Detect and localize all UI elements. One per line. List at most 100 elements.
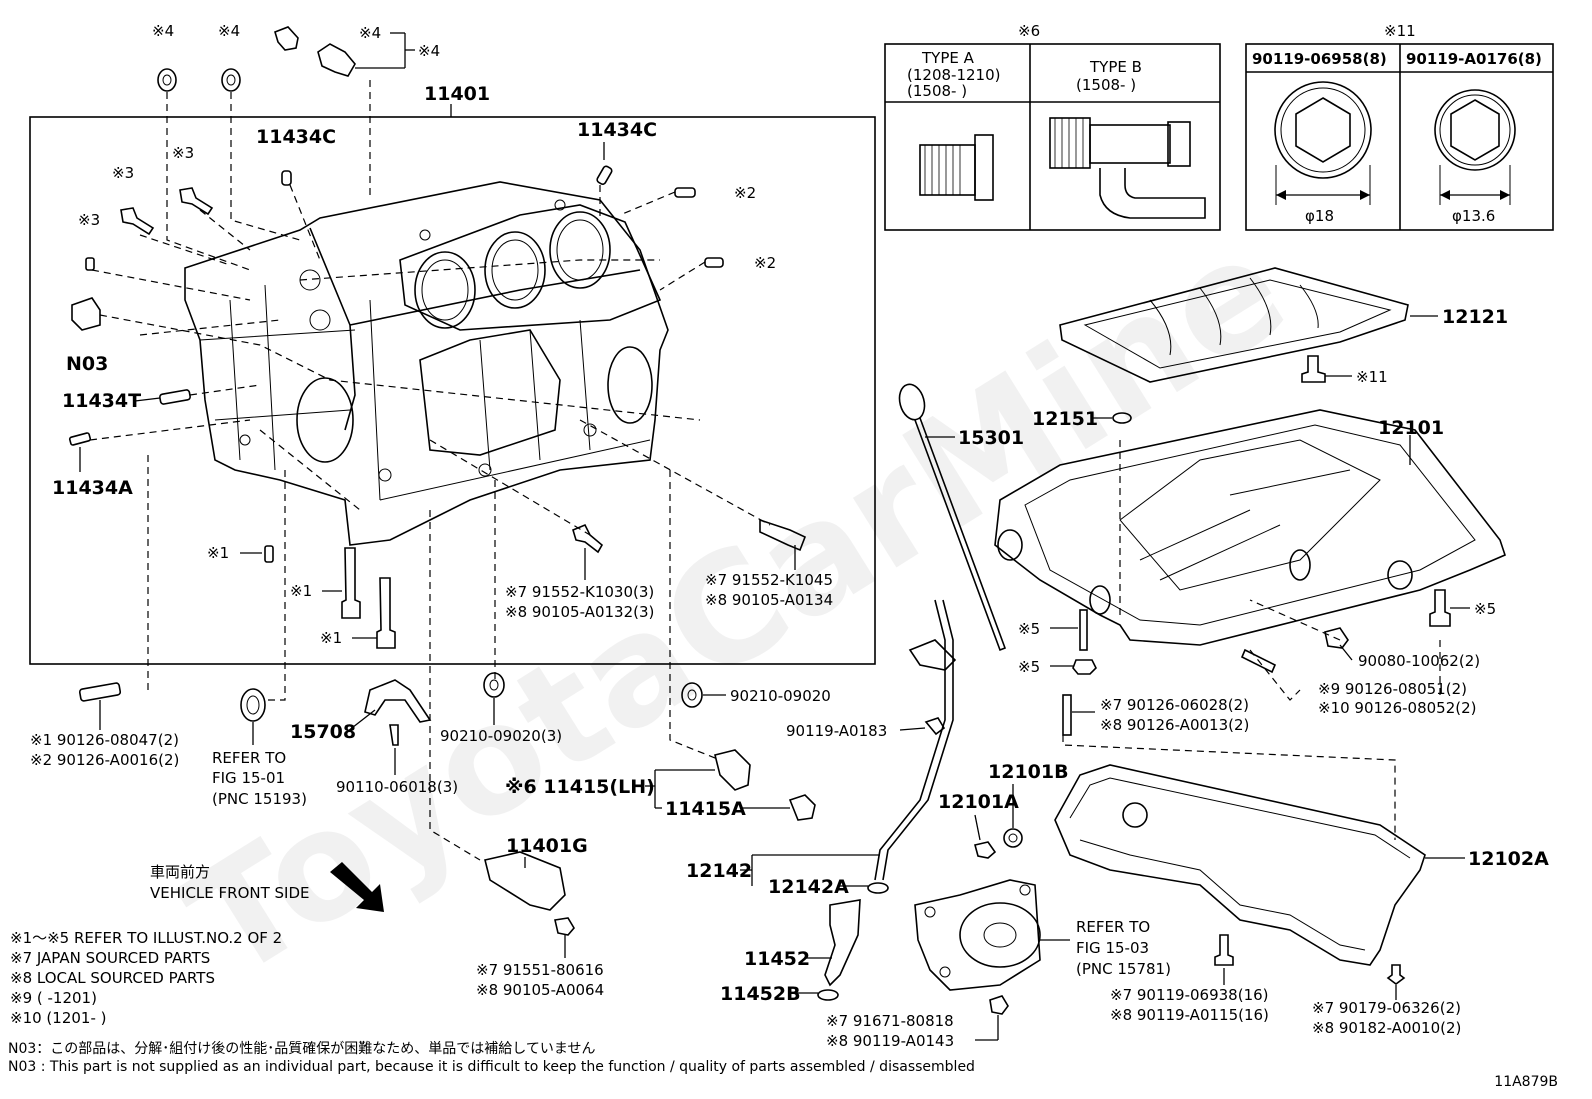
callout-refer-15-01-a: REFER TO xyxy=(212,749,286,767)
figure-id: 11A879B xyxy=(1494,1074,1558,1090)
label-11434t: 11434T xyxy=(62,390,141,412)
footnote-en: N03 : This part is not supplied as an in… xyxy=(8,1059,975,1075)
mark-s5a: ※5 xyxy=(1018,620,1040,638)
callout-refer-15-03-c: (PNC 15781) xyxy=(1076,960,1171,978)
mark-s4b: ※4 xyxy=(218,22,240,40)
callout-90119-06938: ※7 90119-06938(16) xyxy=(1110,986,1269,1004)
label-12142: 12142 xyxy=(686,860,752,882)
callout-90126-08052: ※10 90126-08052(2) xyxy=(1318,699,1477,717)
callout-91671-80818: ※7 91671-80818 xyxy=(826,1012,954,1030)
mark-s4a: ※4 xyxy=(152,22,174,40)
dipstick-15301 xyxy=(898,383,1007,652)
vehicle-front-label: 車両前方 VEHICLE FRONT SIDE xyxy=(150,862,310,904)
label-n03: N03 xyxy=(66,353,108,375)
lower-left-parts xyxy=(78,672,816,936)
label-11415a: 11415A xyxy=(665,798,746,820)
callout-90126-08047: ※1 90126-08047(2) xyxy=(30,731,179,749)
callout-90182-a0010: ※8 90182-A0010(2) xyxy=(1312,1019,1461,1037)
label-12142a: 12142A xyxy=(768,876,849,898)
mark-s2b: ※2 xyxy=(754,254,776,272)
note-1: ※1～※5 REFER TO ILLUST.NO.2 OF 2 xyxy=(10,929,283,947)
label-11415-lh: ※6 11415(LH) xyxy=(505,776,655,798)
label-12151: 12151 xyxy=(1032,408,1098,430)
callout-91551-80616: ※7 91551-80616 xyxy=(476,961,604,979)
mark-s1b: ※1 xyxy=(290,582,312,600)
top-washers xyxy=(157,26,356,92)
mark-s3b: ※3 xyxy=(112,164,134,182)
hex-socket-18-icon xyxy=(1274,81,1372,205)
callout-90119-a0183: 90119-A0183 xyxy=(786,722,887,740)
type-b-fitting-icon xyxy=(1049,117,1206,219)
callout-90105-a0134: ※8 90105-A0134 xyxy=(705,591,833,609)
callout-90126-08051: ※9 90126-08051(2) xyxy=(1318,680,1467,698)
oil-pan-lower-12102a xyxy=(1054,764,1426,966)
vehicle-front-arrow xyxy=(330,862,384,912)
label-12121: 12121 xyxy=(1442,306,1508,328)
box-11: ※11 90119-06958(8) 90119-A0176(8) φ18 φ1… xyxy=(1245,22,1554,231)
hex-socket-13-6-icon xyxy=(1434,89,1516,205)
label-15301: 15301 xyxy=(958,427,1024,449)
footnote-jp: N03：この部品は、分解･組付け後の性能･品質確保が困難なため、単品では補給して… xyxy=(8,1041,596,1057)
mark-s1a: ※1 xyxy=(207,544,229,562)
box11-col1: 90119-06958(8) xyxy=(1252,50,1387,68)
mark-s5c: ※5 xyxy=(1474,600,1496,618)
callout-90105-a0132: ※8 90105-A0132(3) xyxy=(505,603,654,621)
callout-90126-a0016: ※2 90126-A0016(2) xyxy=(30,751,179,769)
type-a-plug-icon xyxy=(919,134,994,201)
oil-strainer-11452 xyxy=(817,899,861,1001)
cylinder-block-frame xyxy=(29,116,876,665)
box6-title: ※6 xyxy=(1018,22,1040,40)
callout-90126-a0013: ※8 90126-A0013(2) xyxy=(1100,716,1249,734)
box11-col2: 90119-A0176(8) xyxy=(1406,50,1542,68)
callout-91552-k1030: ※7 91552-K1030(3) xyxy=(505,583,654,601)
box11-dim1: φ18 xyxy=(1305,207,1334,225)
dipstick-guide-12142 xyxy=(867,599,957,894)
callout-refer-15-01-b: FIG 15-01 xyxy=(212,769,285,787)
mark-s4c: ※4 xyxy=(359,24,381,42)
baffle-plate-12121 xyxy=(1059,267,1409,383)
callout-90119-a0143: ※8 90119-A0143 xyxy=(826,1032,954,1050)
note-2: ※7 JAPAN SOURCED PARTS xyxy=(10,949,211,967)
label-11401: 11401 xyxy=(424,83,490,105)
type-a-label: TYPE A xyxy=(921,49,975,67)
label-12102a: 12102A xyxy=(1468,848,1549,870)
callout-refer-15-03-a: REFER TO xyxy=(1076,918,1150,936)
notes-block: ※1～※5 REFER TO ILLUST.NO.2 OF 2 ※7 JAPAN… xyxy=(10,928,282,1028)
oil-pan-upper-12101 xyxy=(994,409,1506,646)
small-pins xyxy=(68,165,807,649)
mark-s3a: ※3 xyxy=(172,144,194,162)
oil-pan-fasteners xyxy=(974,589,1451,985)
mark-s11: ※11 xyxy=(1356,368,1388,386)
label-11401g: 11401G xyxy=(506,835,588,857)
callout-90080-10062: 90080-10062(2) xyxy=(1358,652,1480,670)
cylinder-block xyxy=(184,181,669,546)
callout-90179-06326: ※7 90179-06326(2) xyxy=(1312,999,1461,1017)
label-11434a: 11434A xyxy=(52,477,133,499)
callout-90210-09020: 90210-09020 xyxy=(730,687,831,705)
note-4: ※9 ( -1201) xyxy=(10,989,97,1007)
callout-90105-a0064: ※8 90105-A0064 xyxy=(476,981,604,999)
callout-90119-a0115: ※8 90119-A0115(16) xyxy=(1110,1006,1269,1024)
mark-s3c: ※3 xyxy=(78,211,100,229)
label-11452: 11452 xyxy=(744,948,810,970)
label-11434c-right: 11434C xyxy=(577,119,657,141)
mark-s2a: ※2 xyxy=(734,184,756,202)
mark-s1c: ※1 xyxy=(320,629,342,647)
type-b-label: TYPE B xyxy=(1089,58,1142,76)
mark-s5b: ※5 xyxy=(1018,658,1040,676)
type-a-range2: (1508- ) xyxy=(907,82,967,100)
label-11434c-left: 11434C xyxy=(256,126,336,148)
vehicle-front-en: VEHICLE FRONT SIDE xyxy=(150,884,310,902)
mark-s4d: ※4 xyxy=(418,42,440,60)
type-b-range: (1508- ) xyxy=(1076,76,1136,94)
oil-filter-bracket xyxy=(914,879,1041,1015)
callout-90126-06028: ※7 90126-06028(2) xyxy=(1100,696,1249,714)
label-11452b: 11452B xyxy=(720,983,801,1005)
callout-refer-15-01-c: (PNC 15193) xyxy=(212,790,307,808)
box11-title: ※11 xyxy=(1384,22,1416,40)
callout-91552-k1045: ※7 91552-K1045 xyxy=(705,571,833,589)
note-3: ※8 LOCAL SOURCED PARTS xyxy=(10,969,215,987)
label-15708: 15708 xyxy=(290,721,356,743)
label-12101b: 12101B xyxy=(988,761,1069,783)
note-5: ※10 (1201- ) xyxy=(10,1009,107,1027)
